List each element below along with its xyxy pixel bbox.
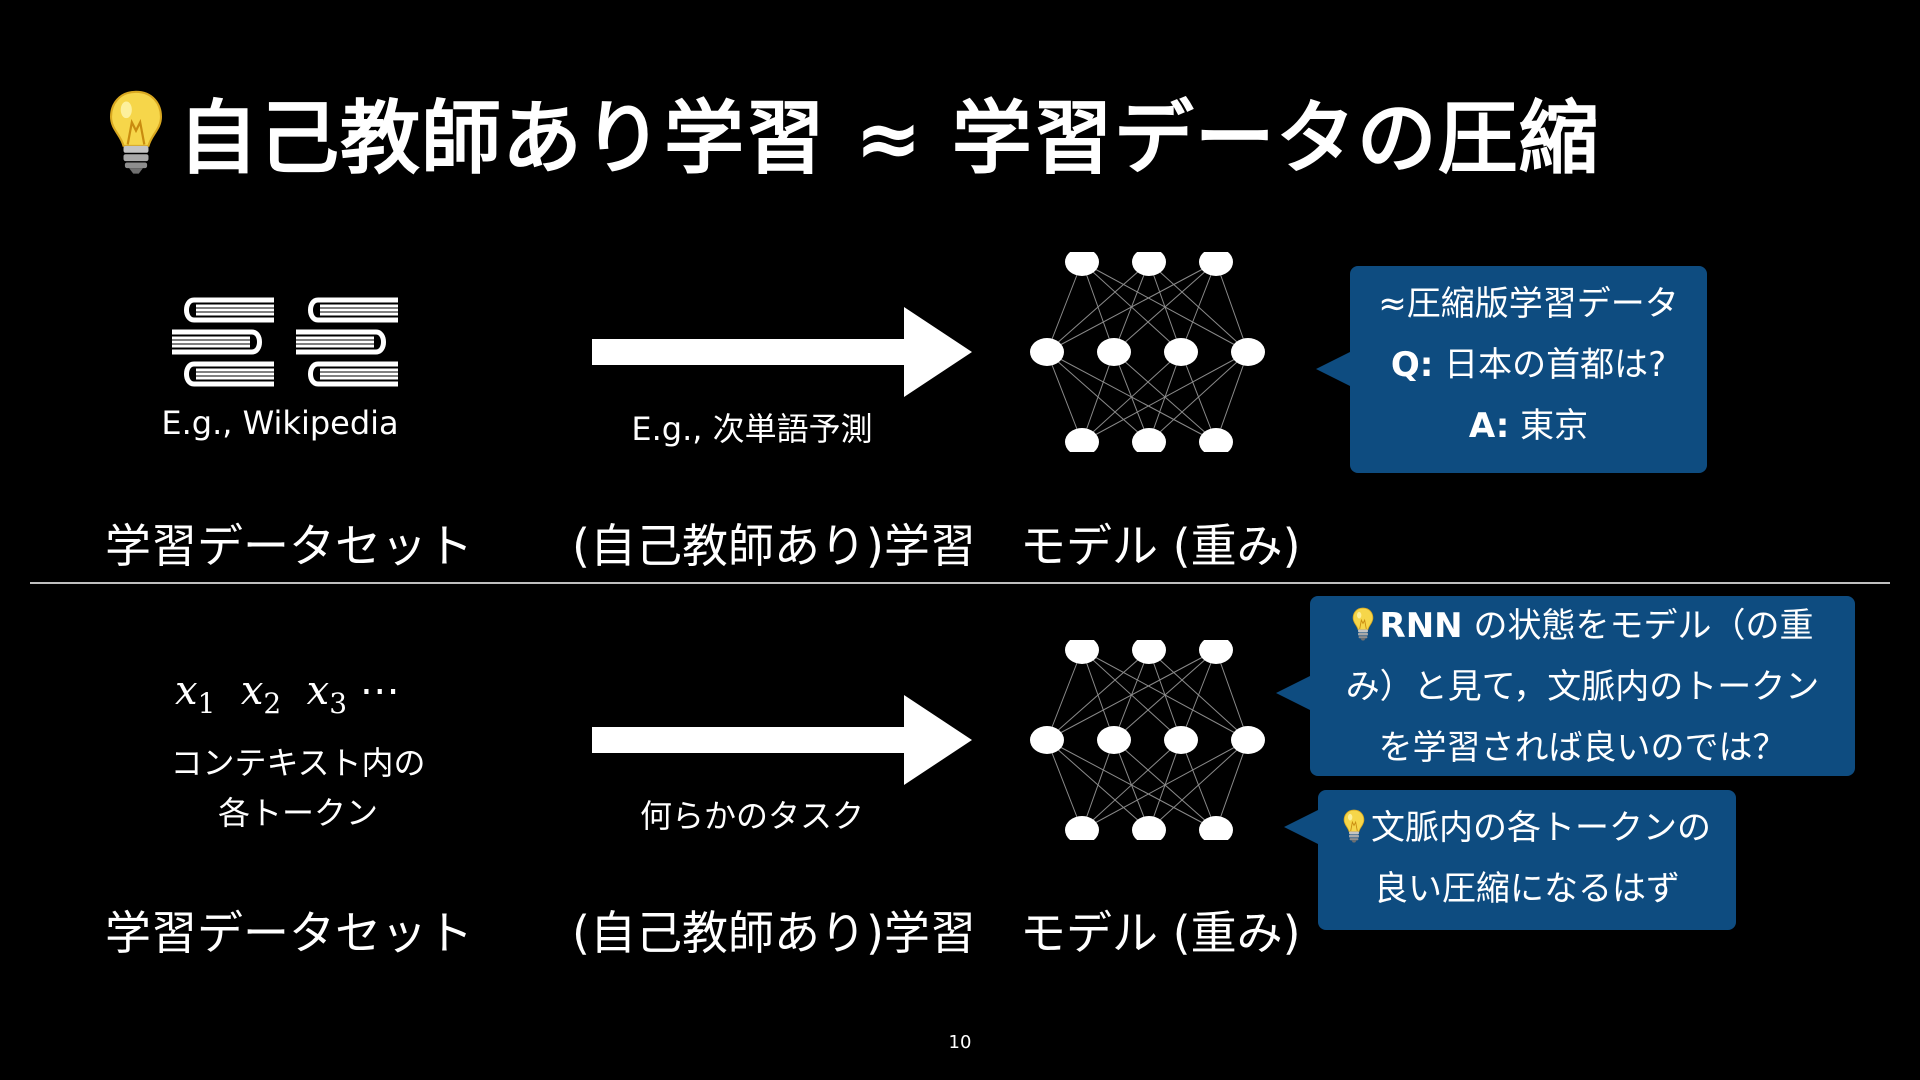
bubble-answer: A: 東京 bbox=[1468, 406, 1589, 446]
top-label-dataset: 学習データセット bbox=[105, 519, 473, 573]
token-caption-line-2: 各トークン bbox=[217, 794, 378, 832]
bottom-arrow-caption: 何らかのタスク bbox=[639, 797, 864, 835]
right-arrow-icon bbox=[592, 695, 972, 785]
bottom-label-training: (自己教師あり)学習 bbox=[572, 906, 976, 960]
bubble-line-3: を学習されば良いのでは？ bbox=[1378, 728, 1787, 768]
token-sequence: x1 x2 x3 ⋯ bbox=[175, 668, 400, 720]
top-label-training: (自己教師あり)学習 bbox=[572, 519, 976, 573]
lightbulb-icon bbox=[1343, 809, 1365, 843]
lightbulb-icon bbox=[1352, 607, 1374, 641]
bubble-line-2: み）と見て，文脈内のトークン bbox=[1345, 667, 1820, 707]
token-caption-line-1: コンテキスト内の bbox=[170, 744, 426, 782]
bubble-line-2: 良い圧縮になるはず bbox=[1374, 869, 1680, 909]
slide-title: 自己教師あり学習 ≈ 学習データの圧縮 bbox=[108, 82, 1600, 185]
top-data-caption: E.g., Wikipedia bbox=[161, 404, 399, 442]
top-label-model: モデル (重み) bbox=[1020, 519, 1301, 573]
compressed-data-bubble: ≈圧縮版学習データ Q: 日本の首都は? A: 東京 bbox=[1316, 266, 1707, 473]
top-arrow-caption: E.g., 次単語予測 bbox=[631, 410, 873, 448]
neural-network-icon bbox=[1027, 640, 1267, 840]
neural-network-icon bbox=[1027, 252, 1267, 452]
bubble-line-1: ≈圧縮版学習データ bbox=[1378, 284, 1679, 324]
right-arrow-icon bbox=[592, 307, 972, 397]
section-divider bbox=[30, 582, 1890, 584]
bubble-line-1: RNN の状態をモデル（の重 bbox=[1310, 596, 1855, 657]
lightbulb-icon bbox=[108, 89, 164, 175]
rnn-state-bubble: RNN の状態をモデル（の重 み）と見て，文脈内のトークン を学習されば良いので… bbox=[1276, 596, 1855, 776]
books-icon bbox=[168, 292, 398, 392]
slide-title-text: 自己教師あり学習 ≈ 学習データの圧縮 bbox=[178, 92, 1600, 185]
compression-bubble: 文脈内の各トークンの 良い圧縮になるはず bbox=[1284, 790, 1736, 930]
bubble-line-1: 文脈内の各トークンの bbox=[1318, 798, 1736, 859]
bottom-label-dataset: 学習データセット bbox=[105, 906, 473, 960]
bubble-question: Q: 日本の首都は? bbox=[1390, 345, 1667, 385]
page-number: 10 bbox=[948, 1032, 972, 1053]
bottom-label-model: モデル (重み) bbox=[1020, 906, 1301, 960]
